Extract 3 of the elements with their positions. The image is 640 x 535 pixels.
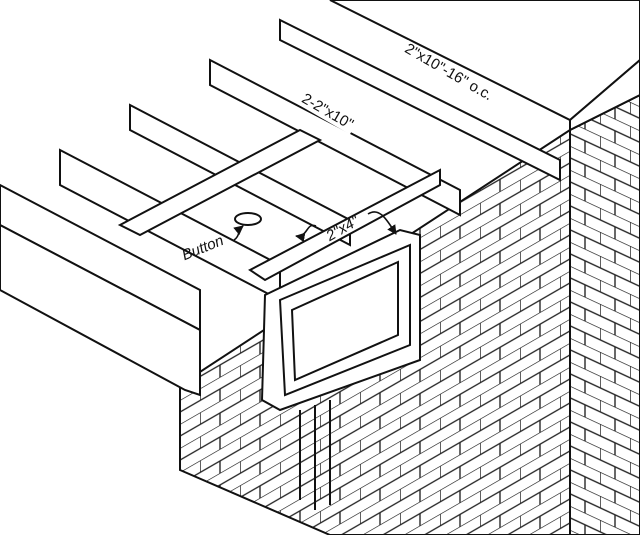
leader-line [295, 224, 316, 242]
button-disk [234, 212, 262, 226]
leader-line [233, 225, 244, 241]
